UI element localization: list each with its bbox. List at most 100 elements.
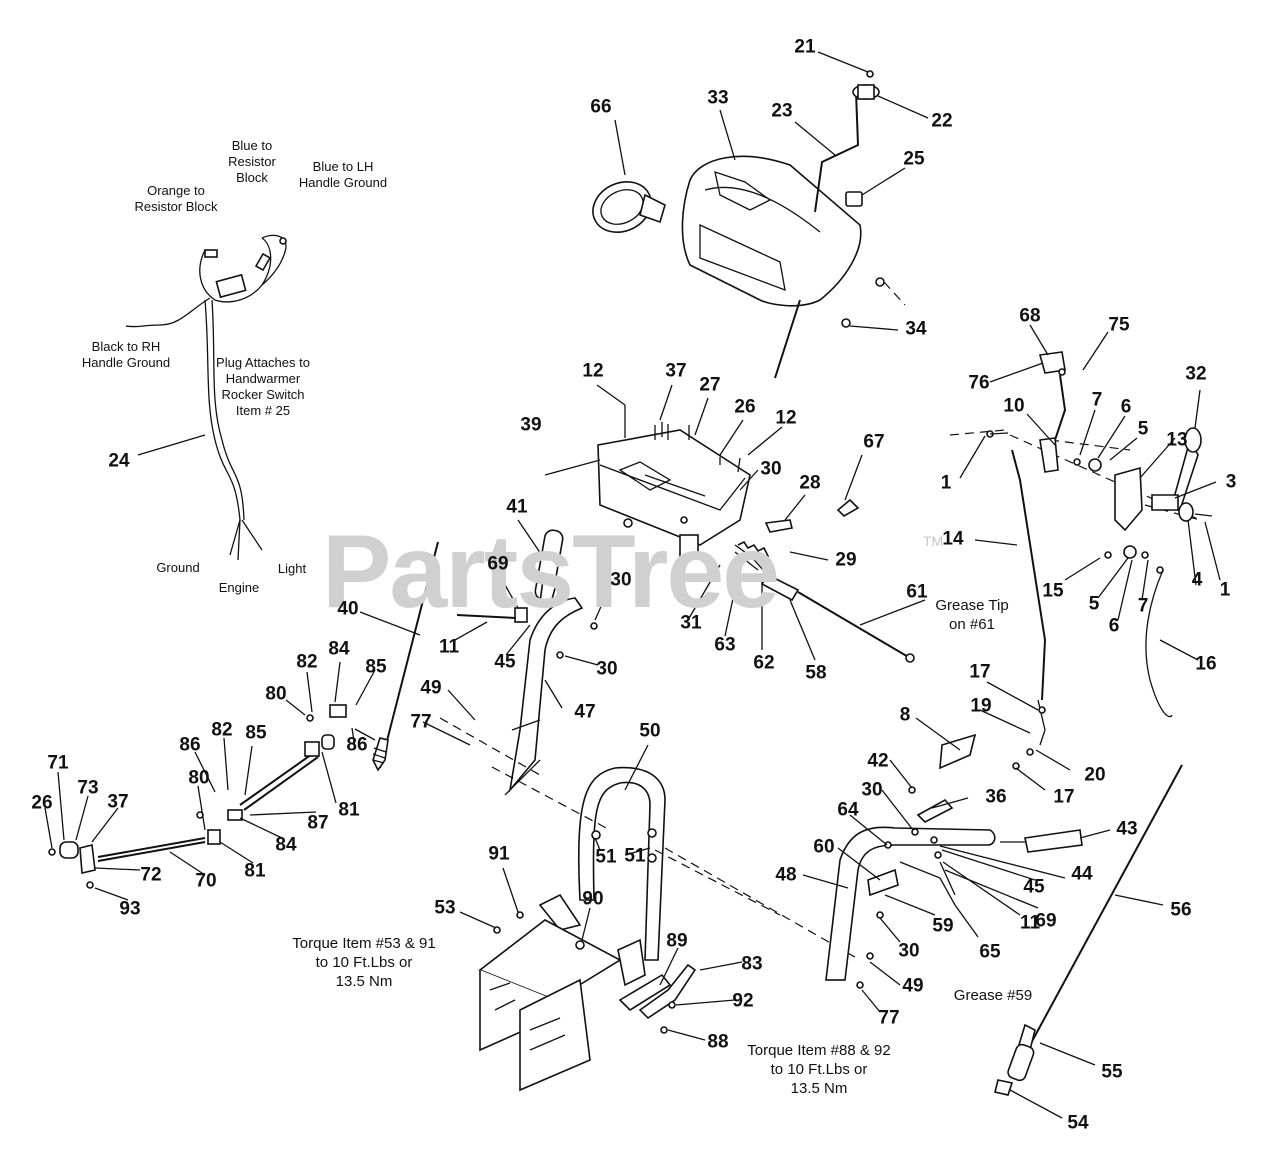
callout: 26: [31, 792, 53, 814]
callout: 93: [119, 898, 141, 920]
callout: 29: [835, 549, 857, 571]
callout: 33: [707, 87, 729, 109]
callout: 5: [1088, 593, 1100, 615]
callout: 76: [968, 372, 990, 394]
callout: 14: [942, 528, 964, 550]
drive-control-levers: [986, 351, 1213, 770]
callout: 65: [979, 941, 1001, 963]
callout: 43: [1116, 818, 1138, 840]
callout: 1: [1219, 579, 1231, 601]
callout: 31: [680, 612, 702, 634]
note-grease-59: Grease #59: [953, 987, 1033, 1004]
callout: 80: [265, 683, 287, 705]
trademark-mark: TM: [923, 533, 944, 549]
callout: 53: [434, 897, 456, 919]
callout: 59: [932, 915, 954, 937]
cable-assembly: [994, 764, 1183, 1096]
callout: 16: [1195, 653, 1217, 675]
callout: 75: [1108, 314, 1130, 336]
callout: 23: [771, 100, 793, 122]
callout: 32: [1185, 363, 1207, 385]
callout: 73: [77, 777, 99, 799]
note-light: Light: [277, 561, 307, 576]
callout: 6: [1120, 396, 1132, 418]
dash-panel: [597, 405, 915, 663]
callout: 24: [108, 450, 130, 472]
callout: 17: [1053, 786, 1075, 808]
callout: 58: [805, 662, 827, 684]
callout: 47: [574, 701, 596, 723]
callout: 37: [665, 360, 687, 382]
callout: 66: [590, 96, 612, 118]
callout: 77: [878, 1007, 900, 1029]
callout: 6: [1108, 615, 1120, 637]
callout: 34: [905, 318, 927, 340]
callout: 91: [488, 843, 510, 865]
callout: 49: [902, 975, 924, 997]
upper-handle-right: [825, 733, 1083, 989]
callout: 36: [985, 786, 1007, 808]
callout: 82: [296, 651, 318, 673]
callout: 51: [624, 845, 646, 867]
callout: 21: [794, 36, 816, 58]
callout: 83: [741, 953, 763, 975]
callout: 84: [275, 834, 297, 856]
callout: 41: [506, 496, 528, 518]
callout: 42: [867, 750, 889, 772]
note-plug: Plug Attaches to Handwarmer Rocker Switc…: [216, 355, 310, 418]
callout: 26: [734, 396, 756, 418]
callout: 77: [410, 711, 432, 733]
callout: 86: [346, 734, 368, 756]
note-black-rh: Black to RH Handle Ground: [81, 339, 171, 370]
callout: 85: [365, 656, 387, 678]
callout: 87: [307, 812, 329, 834]
callout: 82: [211, 719, 233, 741]
callout: 10: [1003, 395, 1025, 417]
callout: 68: [1019, 305, 1041, 327]
callout: 69: [1035, 910, 1057, 932]
callout: 49: [420, 677, 442, 699]
callout: 45: [494, 651, 516, 673]
callout: 81: [244, 860, 266, 882]
watermark: PartsTree: [322, 514, 780, 630]
callout: 15: [1042, 580, 1064, 602]
callout: 39: [520, 414, 542, 436]
callout: 50: [639, 720, 661, 742]
callout: 90: [582, 888, 604, 910]
callout: 28: [799, 472, 821, 494]
callout: 4: [1191, 569, 1203, 591]
callout: 71: [47, 752, 69, 774]
callout: 85: [245, 722, 267, 744]
callout: 92: [732, 990, 754, 1012]
callout: 3: [1225, 471, 1237, 493]
callout: 81: [338, 799, 360, 821]
callout: 7: [1137, 595, 1149, 617]
callout: 11: [438, 636, 460, 658]
note-engine: Engine: [218, 580, 260, 595]
leader-lines: [44, 51, 1221, 1119]
callout: 72: [140, 864, 162, 886]
upper-handle-left: [456, 529, 598, 796]
callout: 30: [596, 658, 618, 680]
callout: 48: [775, 864, 797, 886]
callout: 20: [1084, 764, 1106, 786]
callout: 69: [487, 553, 509, 575]
callout: 7: [1091, 389, 1103, 411]
callout: 88: [707, 1031, 729, 1053]
chute-control-rods: [48, 541, 439, 889]
callout: 56: [1170, 899, 1192, 921]
callout: 40: [337, 598, 359, 620]
callout: 70: [195, 870, 217, 892]
wire-harness: [125, 234, 287, 561]
callout: 25: [903, 148, 925, 170]
callout: 44: [1071, 863, 1093, 885]
callout: 67: [863, 431, 885, 453]
note-torque-53-91: Torque Item #53 & 91 to 10 Ft.Lbs or 13.…: [292, 935, 436, 990]
callout: 55: [1101, 1061, 1123, 1083]
callout: 1: [940, 472, 952, 494]
callout: 54: [1067, 1112, 1089, 1134]
callout: 30: [898, 940, 920, 962]
callout: 51: [595, 846, 617, 868]
